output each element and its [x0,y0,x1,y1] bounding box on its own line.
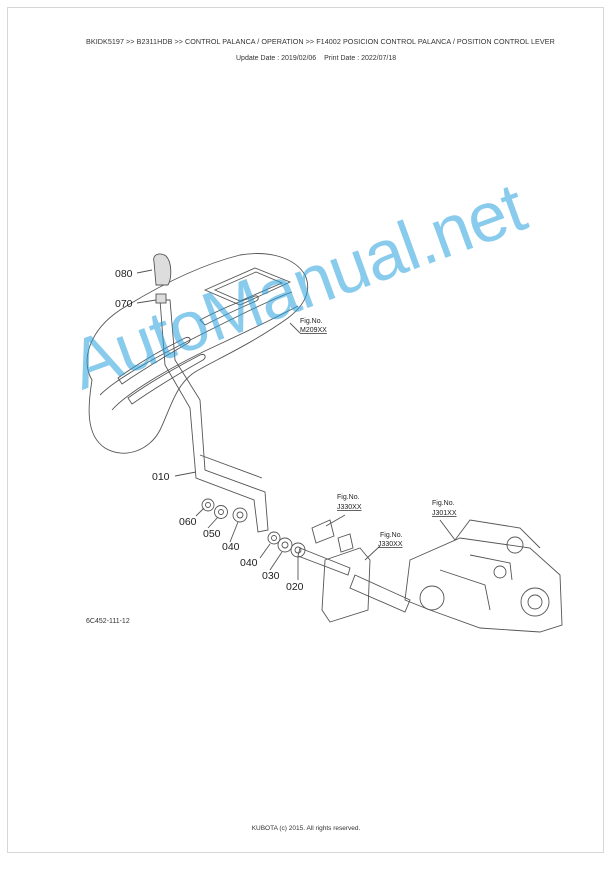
callout-050[interactable]: 050 [203,528,221,540]
fig-ref-j330xx[interactable]: J330XX [337,504,362,511]
lever-knob [153,253,172,286]
fig-ref-label: Fig.No. [380,532,403,539]
callout-030[interactable]: 030 [262,570,280,582]
callout-040[interactable]: 040 [222,541,240,553]
fig-ref-j301xx[interactable]: J301XX [432,510,457,517]
callout-070[interactable]: 070 [115,298,133,310]
figure-references: Fig.No. M209XX Fig.No. J330XX Fig.No. J3… [300,318,457,548]
update-date: Update Date : 2019/02/06 [236,55,317,62]
fig-ref-label: Fig.No. [300,318,323,325]
drawing-code: 6C452-111-12 [86,618,130,625]
part-callouts: 080 070 010 060 050 040 040 030 020 [115,268,304,593]
fig-ref-m209xx[interactable]: M209XX [300,327,327,334]
callout-020[interactable]: 020 [286,581,304,593]
fig-ref-j330xx[interactable]: J330XX [378,541,403,548]
date-line: Update Date : 2019/02/06 Print Date : 20… [236,55,402,62]
fig-ref-label: Fig.No. [337,494,360,501]
callout-080[interactable]: 080 [115,268,133,280]
callout-040[interactable]: 040 [240,557,258,569]
print-date: Print Date : 2022/07/18 [324,55,397,62]
callout-010[interactable]: 010 [152,471,170,483]
transmission-housing [404,537,563,633]
copyright-footer: KUBOTA (c) 2015. All rights reserved. [251,825,361,832]
page-frame [7,7,604,853]
fender-outline [86,253,309,454]
lever-arm [159,299,269,533]
fig-ref-label: Fig.No. [432,500,455,507]
callout-060[interactable]: 060 [179,516,197,528]
breadcrumb: BKIDK5197 >> B2311HDB >> CONTROL PALANCA… [86,37,555,46]
